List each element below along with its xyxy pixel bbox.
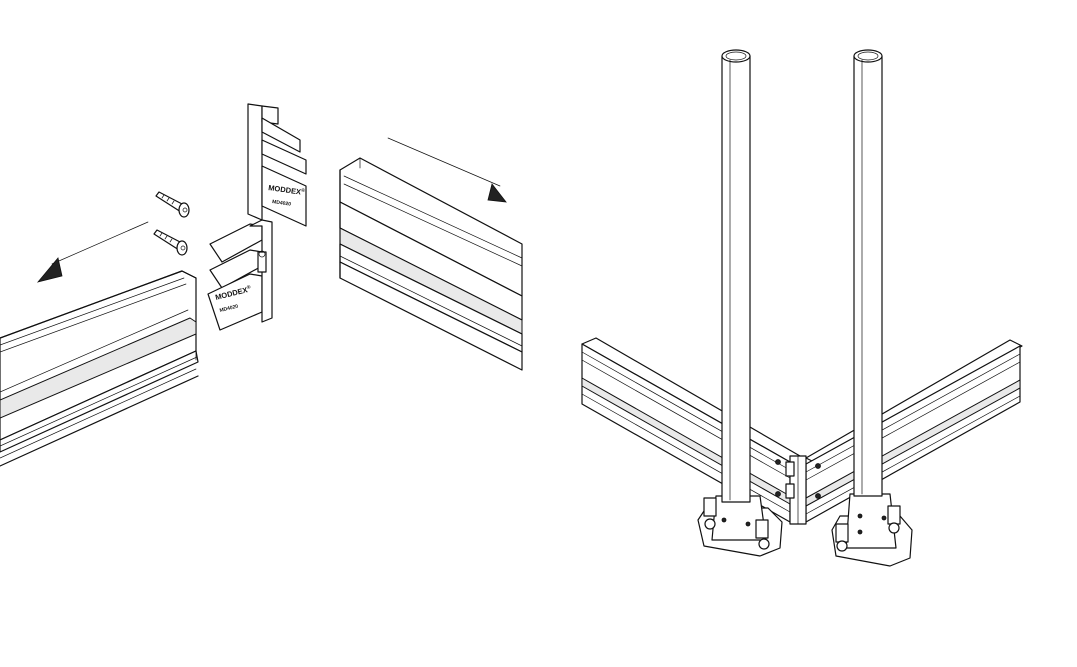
screw-bottom [153,229,188,256]
assembled-corner [581,49,1023,567]
corner-joint [785,455,807,525]
left-rail [0,270,199,467]
arrow-right-icon [387,137,507,203]
right-rail [339,157,523,371]
bracket-upper: MODDEX® MD4020 [247,103,307,227]
registered-mark-upper: ® [301,187,306,194]
bracket-lower: MODDEX® MD4020 [207,219,273,331]
screw-top [155,191,190,218]
registered-mark-lower: ® [246,283,252,291]
part-code-upper: MD4020 [272,199,292,208]
corner-rail-right [805,339,1023,523]
corner-rail-left [581,337,801,523]
post-left [697,49,783,557]
arrow-left-icon [36,221,149,283]
post-right [831,49,913,567]
part-code-lower: MD4020 [219,303,239,313]
exploded-assembly: MODDEX® MD4020 MODDEX® MD4020 [0,103,523,467]
